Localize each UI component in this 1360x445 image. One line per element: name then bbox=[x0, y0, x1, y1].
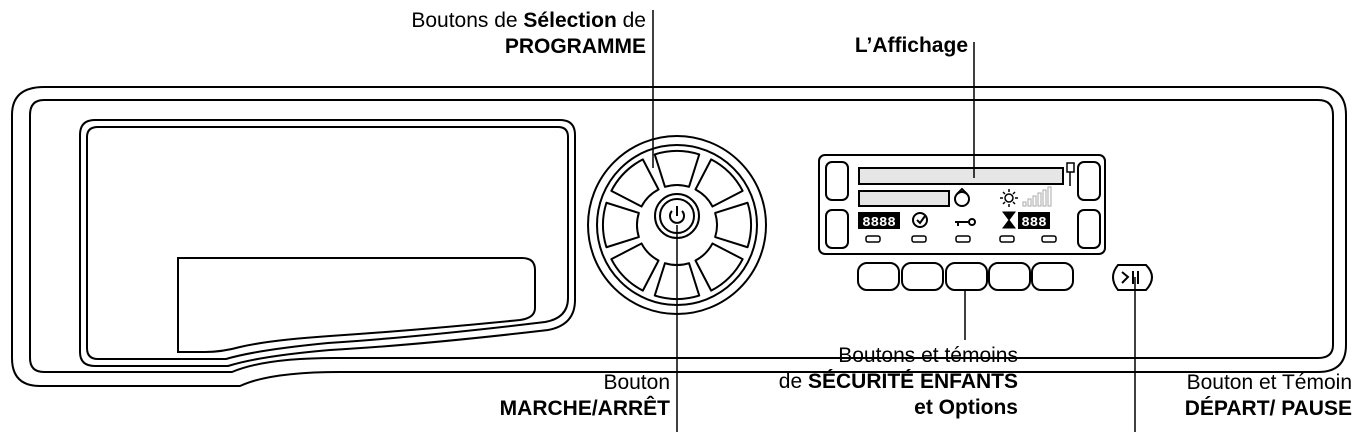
secondary-progress-bar bbox=[858, 190, 950, 207]
start-pause-button[interactable] bbox=[1112, 264, 1153, 291]
option-button-3[interactable] bbox=[945, 262, 988, 291]
start-pause-label: Bouton et Témoin DÉPART/ PAUSE bbox=[1184, 371, 1352, 420]
option-indicator-leds bbox=[865, 235, 1057, 243]
display-right-button-top[interactable] bbox=[1077, 161, 1101, 201]
program-progress-bar bbox=[858, 167, 1064, 185]
time-segment-display-right: 888 bbox=[1021, 215, 1046, 231]
display-bezel bbox=[818, 154, 1106, 255]
time-segment-display-right-bg bbox=[1018, 212, 1050, 229]
sun-icon bbox=[1000, 189, 1018, 207]
display-right-button-bottom[interactable] bbox=[1077, 209, 1101, 249]
program-selector-segment-6[interactable] bbox=[610, 242, 660, 292]
program-selector-segment-7[interactable] bbox=[602, 201, 640, 249]
cycle-icon bbox=[912, 212, 928, 228]
program-selector-segment-8[interactable] bbox=[610, 158, 660, 208]
display-label: L’Affichage bbox=[854, 34, 968, 57]
drawer-handle-recess bbox=[177, 257, 536, 353]
child-safety-label: Boutons et témoins de SÉCURITÉ ENFANTS e… bbox=[778, 344, 1018, 419]
program-selector-segment-5[interactable] bbox=[653, 262, 701, 300]
program-selector-segment-1[interactable] bbox=[653, 150, 701, 188]
program-selection-label: Boutons de Sélection de PROGRAMME bbox=[411, 9, 646, 58]
panel-outer-outline bbox=[11, 86, 1347, 387]
shirt-icon bbox=[954, 187, 970, 207]
program-selector-segment-4[interactable] bbox=[694, 242, 744, 292]
program-selector-segments[interactable] bbox=[602, 150, 752, 300]
time-segment-display-left: 8888 bbox=[862, 215, 896, 231]
hourglass-icon bbox=[1002, 211, 1016, 229]
thermometer-icon bbox=[1066, 162, 1075, 186]
program-selector-segment-2[interactable] bbox=[694, 158, 744, 208]
option-button-5[interactable] bbox=[1031, 262, 1074, 291]
signal-bars-icon bbox=[1022, 186, 1052, 207]
detergent-drawer-inner bbox=[86, 126, 569, 360]
display-left-button-top[interactable] bbox=[825, 161, 849, 201]
key-icon bbox=[955, 218, 976, 226]
detergent-drawer-outer[interactable] bbox=[79, 119, 576, 367]
option-button-2[interactable] bbox=[901, 262, 944, 291]
program-selector-segment-3[interactable] bbox=[714, 201, 752, 249]
play-pause-icon bbox=[1121, 271, 1139, 284]
panel-inner-outline bbox=[29, 99, 1334, 373]
display-left-button-bottom[interactable] bbox=[825, 209, 849, 249]
option-button-1[interactable] bbox=[857, 262, 900, 291]
on-off-label: Bouton MARCHE/ARRÊT bbox=[499, 371, 670, 420]
option-button-4[interactable] bbox=[988, 262, 1031, 291]
power-icon bbox=[669, 206, 685, 224]
time-segment-display-left-bg bbox=[858, 212, 900, 229]
